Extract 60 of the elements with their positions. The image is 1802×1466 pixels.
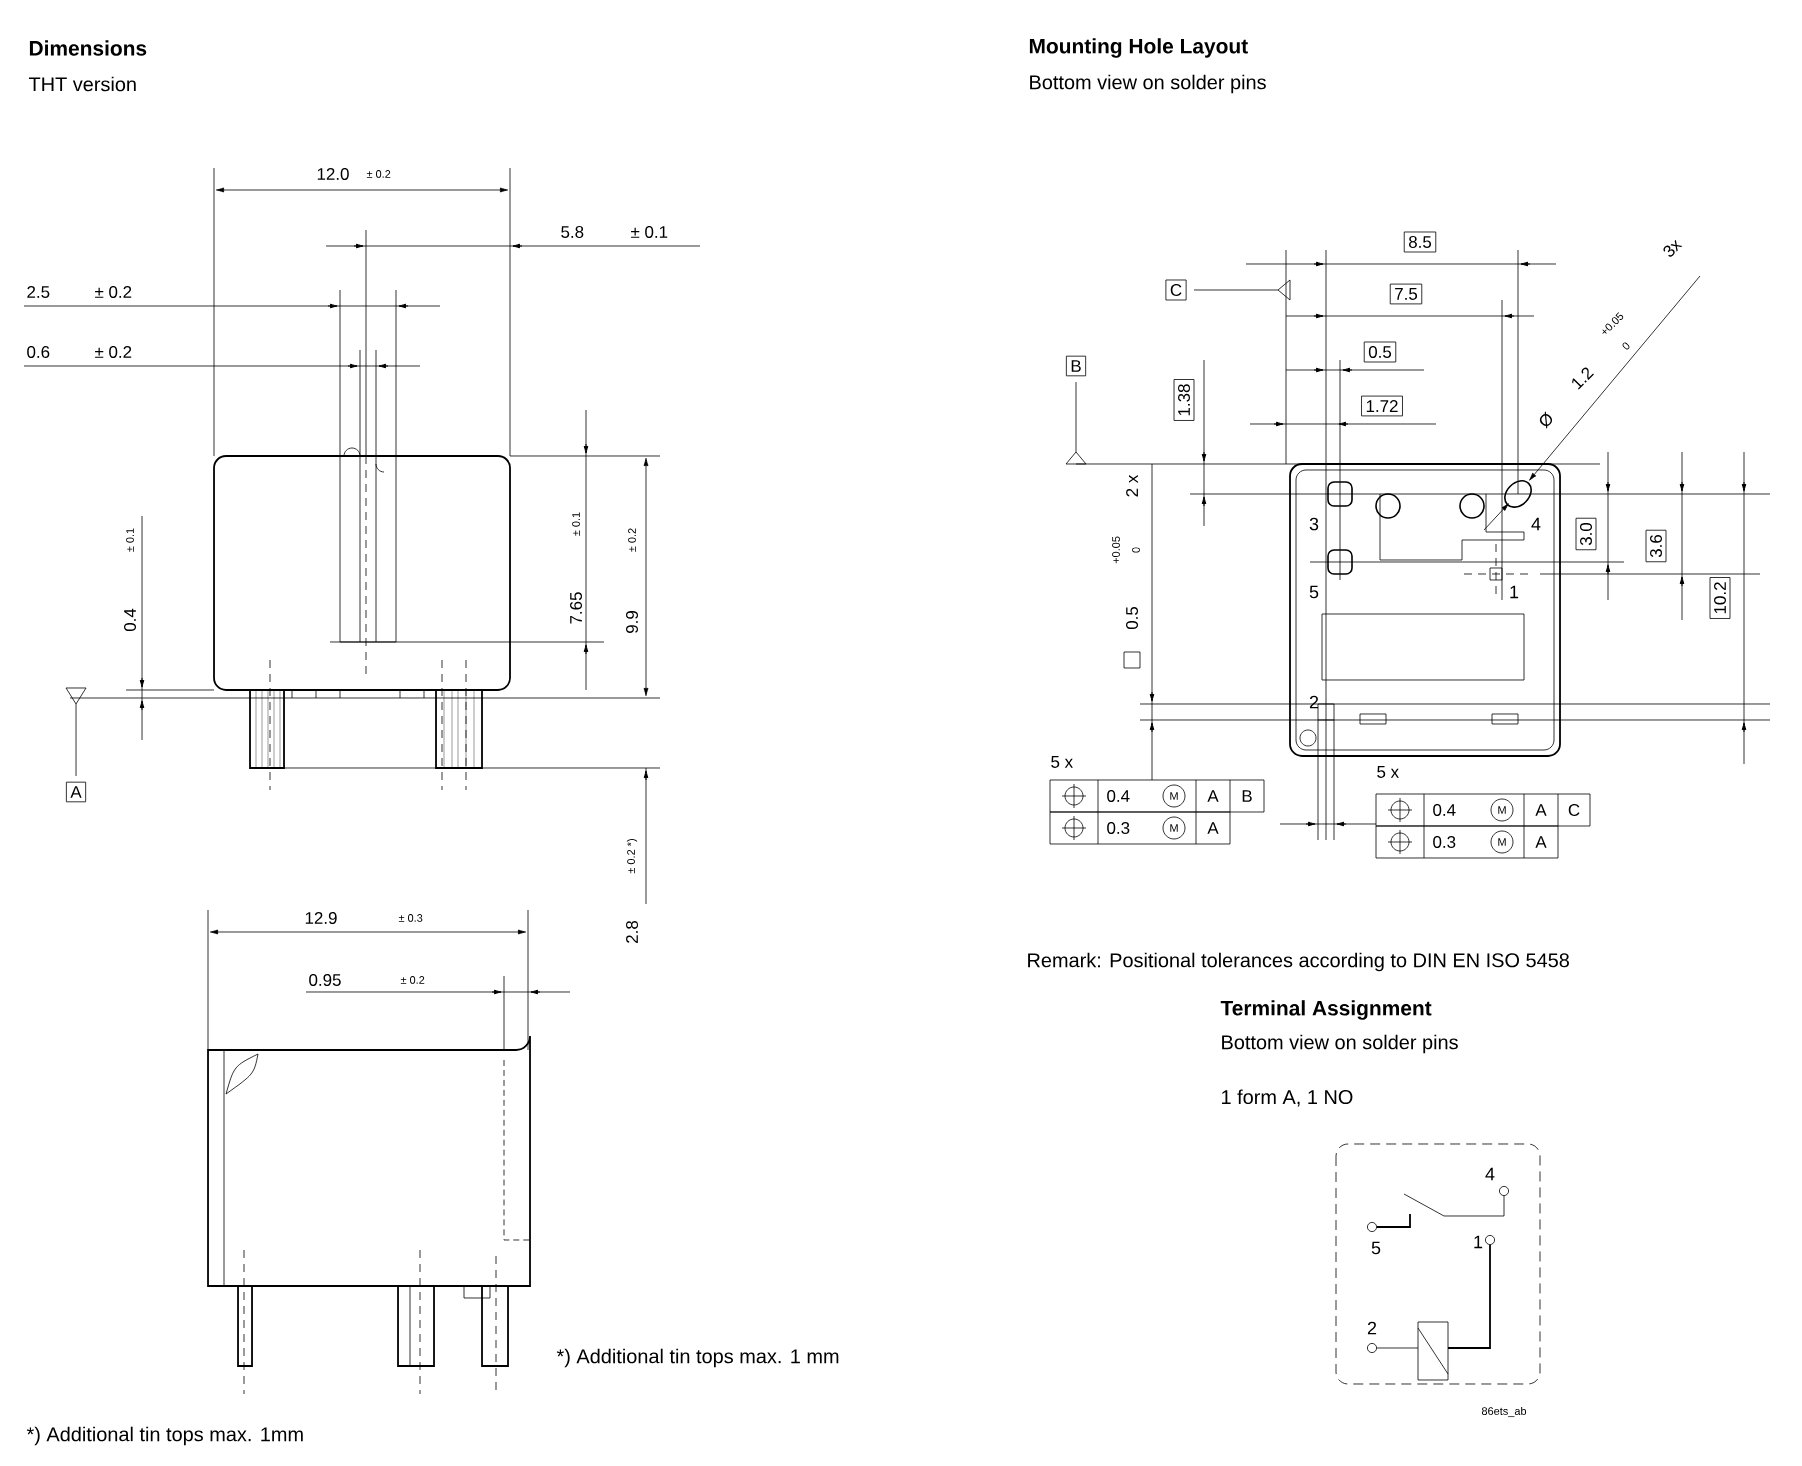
tolerance-value: ± 0.2 xyxy=(95,346,132,358)
datum-reference: A xyxy=(1207,790,1219,802)
subtitle: 1 form A, 1 NO xyxy=(1222,1089,1353,1107)
dimension-value: 1.2 xyxy=(1572,367,1594,390)
dimension-value: 3.6 xyxy=(1645,529,1667,563)
subtitle: THT version xyxy=(28,76,136,92)
tolerance-value: 0.3 xyxy=(1107,822,1130,834)
note: Remark: Positional tolerances according to DIN EN ISO 5458 xyxy=(1028,952,1569,972)
tolerance-value: 0.4 xyxy=(1107,790,1130,802)
dimension-value: 12.0 xyxy=(317,168,349,180)
heading: Terminal Assignment xyxy=(1220,1000,1432,1020)
dimension-value: 8.5 xyxy=(1403,231,1437,253)
tolerance-value: ± 0.2 xyxy=(95,286,132,298)
dimension-value: 0.95 xyxy=(309,974,341,986)
dimension-value: 10.2 xyxy=(1709,577,1731,619)
datum-reference: A xyxy=(1535,836,1547,848)
dimension-value: 12.9 xyxy=(305,912,337,924)
diameter-sign: Ø xyxy=(1539,411,1553,429)
datum-reference: A xyxy=(1207,822,1219,834)
count-label: 5 x xyxy=(1377,766,1399,778)
dimension-value: 1.72 xyxy=(1361,395,1403,417)
dimension-value: 7.5 xyxy=(1389,283,1423,305)
tolerance-value: 0.3 xyxy=(1433,836,1456,848)
note: *) Additional tin tops max. 1 mm xyxy=(556,1348,839,1368)
dimension-value: 1.38 xyxy=(1173,379,1195,421)
dimension-value: 7.65 xyxy=(570,592,582,624)
datum-reference: C xyxy=(1568,804,1580,816)
pin-number: 2 xyxy=(1367,1321,1377,1335)
dimension-value: 2 x xyxy=(1126,474,1138,497)
pin-number: 4 xyxy=(1531,517,1541,531)
heading: Mounting Hole Layout xyxy=(1029,38,1248,58)
pin-number: 3 xyxy=(1309,517,1319,531)
dimension-value: 0.5 xyxy=(1363,341,1397,363)
pin-number: 1 xyxy=(1510,585,1519,599)
pin-number: 5 xyxy=(1309,585,1319,599)
dimension-value: 5.8 xyxy=(561,226,584,238)
subtitle: Bottom view on solder pins xyxy=(1222,1034,1458,1054)
dimension-value: 0.4 xyxy=(124,608,136,632)
note: *) Additional tin tops max. 1mm xyxy=(26,1426,303,1446)
dimension-value: 0.5 xyxy=(1126,606,1138,630)
datum-reference: B xyxy=(1242,790,1252,802)
datum-reference: A xyxy=(1535,804,1547,816)
pin-number: 1 xyxy=(1474,1235,1483,1249)
dimension-value: 3.0 xyxy=(1575,517,1597,551)
dimension-value: 2.8 xyxy=(626,920,638,943)
count-label: 5 x xyxy=(1051,756,1073,768)
dimension-value: 0.6 xyxy=(27,346,50,358)
datum-label: C xyxy=(1165,279,1187,301)
pin-number: 5 xyxy=(1371,1241,1381,1255)
tolerance-value: 0.4 xyxy=(1433,804,1456,816)
datum-label: B xyxy=(1065,355,1087,377)
tolerance-value: ± 0.1 xyxy=(631,226,668,238)
pin-number: 2 xyxy=(1309,695,1319,709)
datum-label: A xyxy=(65,781,87,803)
dimension-value: 3x xyxy=(1663,239,1683,257)
dimension-value: 2.5 xyxy=(27,286,50,298)
subtitle: Bottom view on solder pins xyxy=(1030,74,1266,94)
heading: Dimensions xyxy=(29,40,147,56)
pin-number: 4 xyxy=(1485,1167,1495,1181)
dimension-value: 9.9 xyxy=(626,611,638,633)
